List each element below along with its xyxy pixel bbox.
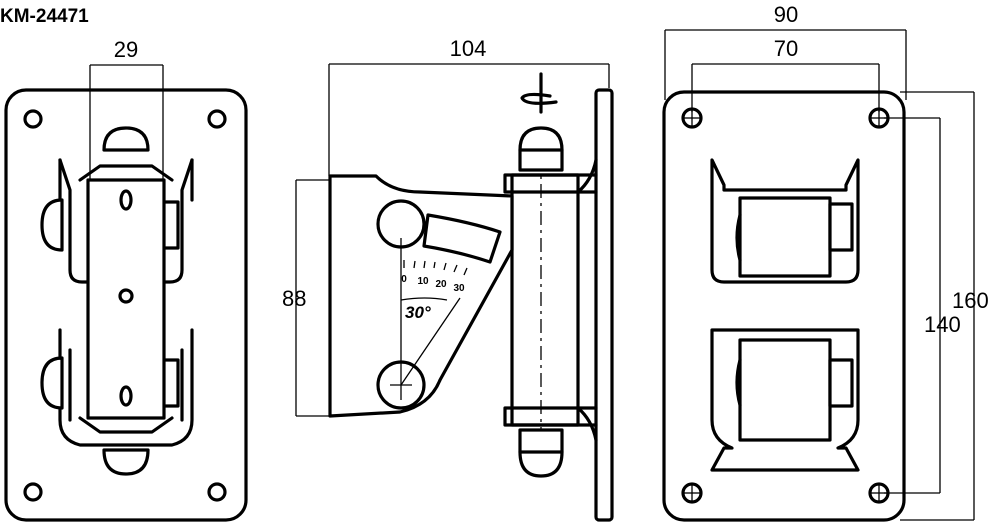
rear-hole-tr — [868, 107, 890, 129]
tilt-angle-arc — [400, 297, 448, 301]
front-arm-bottom — [78, 416, 174, 434]
dimension-104: 104 — [328, 36, 610, 176]
scale-label-0: 0 — [401, 274, 407, 285]
front-lower-bracket — [58, 328, 194, 447]
dimension-29: 29 — [89, 37, 164, 180]
dimension-140: 140 — [884, 117, 961, 494]
rear-upper-clamp — [738, 196, 832, 278]
front-hole-tr — [207, 109, 227, 129]
front-arm-center-hole — [118, 288, 134, 304]
dim-29-label: 29 — [114, 37, 138, 62]
front-upper-bracket-edge — [58, 158, 194, 202]
front-top-bolt — [102, 126, 150, 152]
rear-hole-tl — [681, 107, 703, 129]
side-wall-plate — [594, 88, 614, 522]
dimension-70: 70 — [691, 36, 880, 112]
side-hinge-bottom-gusset — [576, 406, 598, 442]
dim-160-label: 160 — [952, 288, 989, 313]
dimension-90: 90 — [664, 2, 907, 100]
rear-lower-clamp-curve — [735, 358, 742, 407]
rear-mounting-plate — [662, 90, 906, 522]
front-left-lower-bolt — [40, 356, 64, 410]
tilt-angle-line — [400, 297, 461, 386]
rear-upper-clamp-curve — [735, 213, 742, 262]
rear-lower-clamp — [738, 338, 832, 442]
rear-upper-nut — [828, 202, 854, 252]
scale-label-20: 20 — [435, 279, 447, 290]
front-hole-br — [207, 482, 227, 502]
front-arm-slot-top — [119, 189, 133, 211]
rear-hole-bl — [681, 482, 703, 504]
side-hinge-top-collar — [503, 173, 598, 194]
front-arm-top — [78, 164, 174, 182]
front-lower-bracket-inner — [68, 348, 184, 422]
dim-70-label: 70 — [774, 36, 798, 61]
dimension-88: 88 — [282, 179, 330, 417]
scale-label-30: 30 — [453, 283, 465, 294]
rear-hole-br — [868, 482, 890, 504]
dim-88-label: 88 — [282, 286, 306, 311]
rear-lower-nut — [828, 358, 854, 408]
model-title: KM-24471 — [0, 6, 89, 27]
front-bottom-bolt — [102, 448, 150, 476]
dim-90-label: 90 — [774, 2, 798, 27]
rotation-arrow-icon — [520, 92, 558, 105]
front-arm-slot-bottom — [119, 385, 133, 407]
scale-label-10: 10 — [417, 276, 429, 287]
tilt-scale-band — [422, 213, 502, 264]
side-hinge-bottom-collar — [503, 406, 598, 427]
front-hole-tl — [23, 109, 43, 129]
dim-140-label: 140 — [924, 312, 961, 337]
front-vertical-arm — [86, 178, 166, 420]
front-view: 29 — [4, 37, 248, 522]
plate-view: 90 70 160 140 — [662, 2, 989, 522]
front-hole-bl — [23, 482, 43, 502]
front-left-upper-bolt — [40, 198, 64, 252]
side-view: 104 88 — [282, 36, 614, 522]
dim-104-label: 104 — [450, 36, 487, 61]
side-hinge-top-gusset — [576, 158, 598, 194]
dimension-160: 160 — [900, 91, 989, 521]
front-mounting-plate — [4, 88, 248, 522]
rear-upper-bracket — [710, 158, 860, 284]
rear-lower-bracket — [710, 328, 860, 472]
tilt-angle-label: 30° — [405, 303, 431, 322]
side-hinge-barrel — [510, 173, 580, 427]
tilt-scale-ticks — [403, 260, 468, 276]
